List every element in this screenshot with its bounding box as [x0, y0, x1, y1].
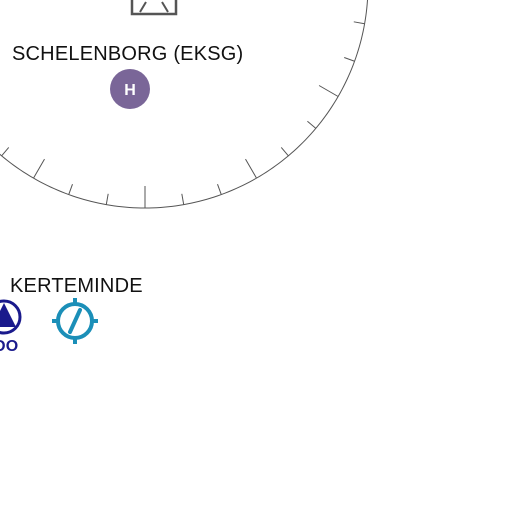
compass-rose-tick: [307, 120, 317, 129]
navaid-identifier-label: DO: [0, 338, 19, 355]
compass-rose-tick: [217, 184, 222, 195]
compass-rose-tick: [353, 21, 365, 25]
compass-rose-tick: [181, 193, 185, 205]
compass-rose-tick: [68, 184, 73, 195]
compass-rose-tick: [318, 85, 339, 97]
compass-rose-tick: [33, 158, 45, 179]
compass-rose-tick: [344, 57, 355, 62]
compass-rose-ticks: [1, 21, 365, 208]
compass-rose-tick: [1, 147, 10, 157]
airfield-label: SCHELENBORG (EKSG): [12, 43, 244, 65]
heliport-letter: H: [124, 82, 136, 99]
compass-rose-tick: [105, 193, 109, 205]
kerteminde-label: KERTEMINDE: [10, 275, 143, 297]
compass-rose-tick: [280, 147, 289, 157]
compass-rose-tick: [245, 158, 257, 179]
